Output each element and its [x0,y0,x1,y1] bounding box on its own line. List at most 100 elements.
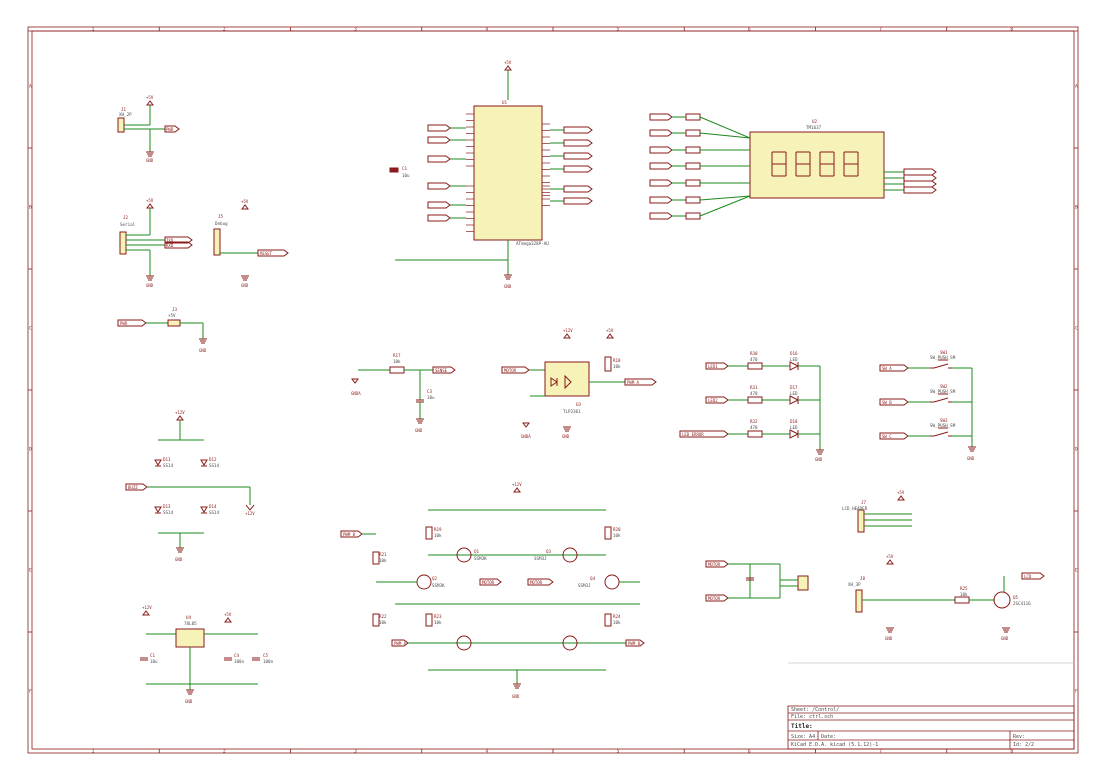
column-marker: 8 [1010,749,1013,755]
connector-j1: +5V J1 XH_2P PWR GND [117,95,180,163]
id-label: Id: 2/2 [1013,742,1034,748]
q5-ref: Q5 [1013,595,1019,600]
net-label-flag [649,212,673,220]
seven-segment-digit [771,151,787,177]
q3-ref: Q3 [546,549,552,554]
protection-diodes: +12V D11 SS14 D12 SS14 BUZZ +12V D13 SS1… [125,410,255,562]
power-label: +5V [146,198,154,203]
pushbutton-icon [930,393,952,403]
r25-ref: R25 [960,586,968,591]
net-label: MOTOR [482,580,495,585]
row-marker: D [1075,447,1078,453]
net-label-flag [427,136,451,144]
row-marker: C [1075,326,1078,332]
resistor [685,179,701,187]
power-label: +12V [512,482,522,487]
column-marker: 5 [617,749,620,755]
resistor [747,362,763,370]
d13-val: SS14 [163,510,174,515]
title-block: Sheet: /Control/ File: ctrl.sch Title: S… [787,662,1075,750]
column-marker: 8 [1010,27,1013,33]
net-label-flag [427,214,451,222]
row-marker: F [1075,689,1078,695]
gnd-label: GND [1001,636,1009,641]
r17-val: 10k [393,359,401,364]
r20-val: 10k [613,533,621,538]
c1-ref: C1 [150,653,156,658]
j5-ref: J5 [218,214,224,219]
c4-val: 100n [234,659,245,664]
c4-ref: C4 [234,653,240,658]
r21-ref: R21 [379,552,387,557]
d14-val: SS14 [209,510,220,515]
row-marker: D [29,447,32,453]
input-divider: R17 10k SENSE GNDA C3 10u GND [351,353,456,433]
net-label: PWM_A [394,641,407,646]
r24-ref: R24 [613,614,621,619]
net-label: RXD [166,243,174,248]
d11-val: SS14 [163,463,174,468]
title-label: Title: [791,723,813,730]
j3-val: +5V [168,313,176,318]
c1-val: 10u [150,659,158,664]
sheet-label: Sheet: /Control/ [791,707,839,713]
motor-connector: MOTOR MOTOR [705,560,809,602]
c1-val: 10u [402,173,410,178]
net-label: SW_C [882,434,892,439]
resistor [685,129,701,137]
u4-val: 78L05 [184,621,197,626]
row-marker: A [1075,84,1078,90]
connector-j3: PWR J3 +5V GND [117,307,207,353]
column-marker: 4 [485,27,488,33]
net-label-flag [649,113,673,121]
connector-j5: +5V J5 Debug RESET GND [213,199,289,288]
net-label: LED_ERROR [682,432,704,437]
seven-segment-digit [843,151,859,177]
net-label-flag [649,196,673,204]
c5-ref: C5 [263,653,269,658]
gnd-label: GND [199,348,207,353]
pushbutton-icon [930,359,952,369]
row-marker: E [1075,568,1078,574]
q4-val: SSM3J [578,583,591,588]
j1-val: XH_2P [119,112,132,117]
resistor [685,212,701,220]
power-label: +5V [241,199,249,204]
sw3-val: SW_PUSH_SM [930,423,956,428]
row-marker: A [29,84,32,90]
u1-ref: U1 [502,100,508,105]
d16-val: LED [790,357,798,362]
net-label-flag [903,180,937,188]
q1-val: SSM3K [474,556,487,561]
r21-val: 10k [379,558,387,563]
net-label: TXD [166,238,174,243]
gnd-label: GND [146,283,154,288]
d13-ref: D13 [163,504,171,509]
d17-ref: D17 [790,385,798,390]
column-marker: 4 [485,749,488,755]
column-marker: 2 [223,27,226,33]
column-marker: 3 [354,749,357,755]
resistor [685,196,701,204]
r30-val: 470 [750,357,758,362]
net-label-flag [427,155,451,163]
d17-val: LED [790,391,798,396]
connector-j2: +5V J2 Serial TXD RXD GND [119,198,193,288]
u4-ref: U4 [186,615,192,620]
gnd-label: GNDA [521,434,531,439]
c3-val: 10u [427,395,435,400]
sw1-ref: SW1 [940,350,948,355]
mcu-u1: +5V U1 ATmega328P-AU GND C1 10u [389,60,593,289]
gnd-label: GND [562,434,570,439]
j7-ref: J7 [861,500,867,505]
led-icon [789,395,800,405]
q2-val: SSM3K [432,583,445,588]
r32-ref: R32 [750,419,758,424]
column-marker: 7 [879,749,882,755]
j8-ref: J8 [860,576,866,581]
gnd-label: GND [415,428,423,433]
net-label-flag [903,174,937,182]
r23-ref: R23 [434,614,442,619]
r30-ref: R30 [750,351,758,356]
led-icon [789,429,800,439]
